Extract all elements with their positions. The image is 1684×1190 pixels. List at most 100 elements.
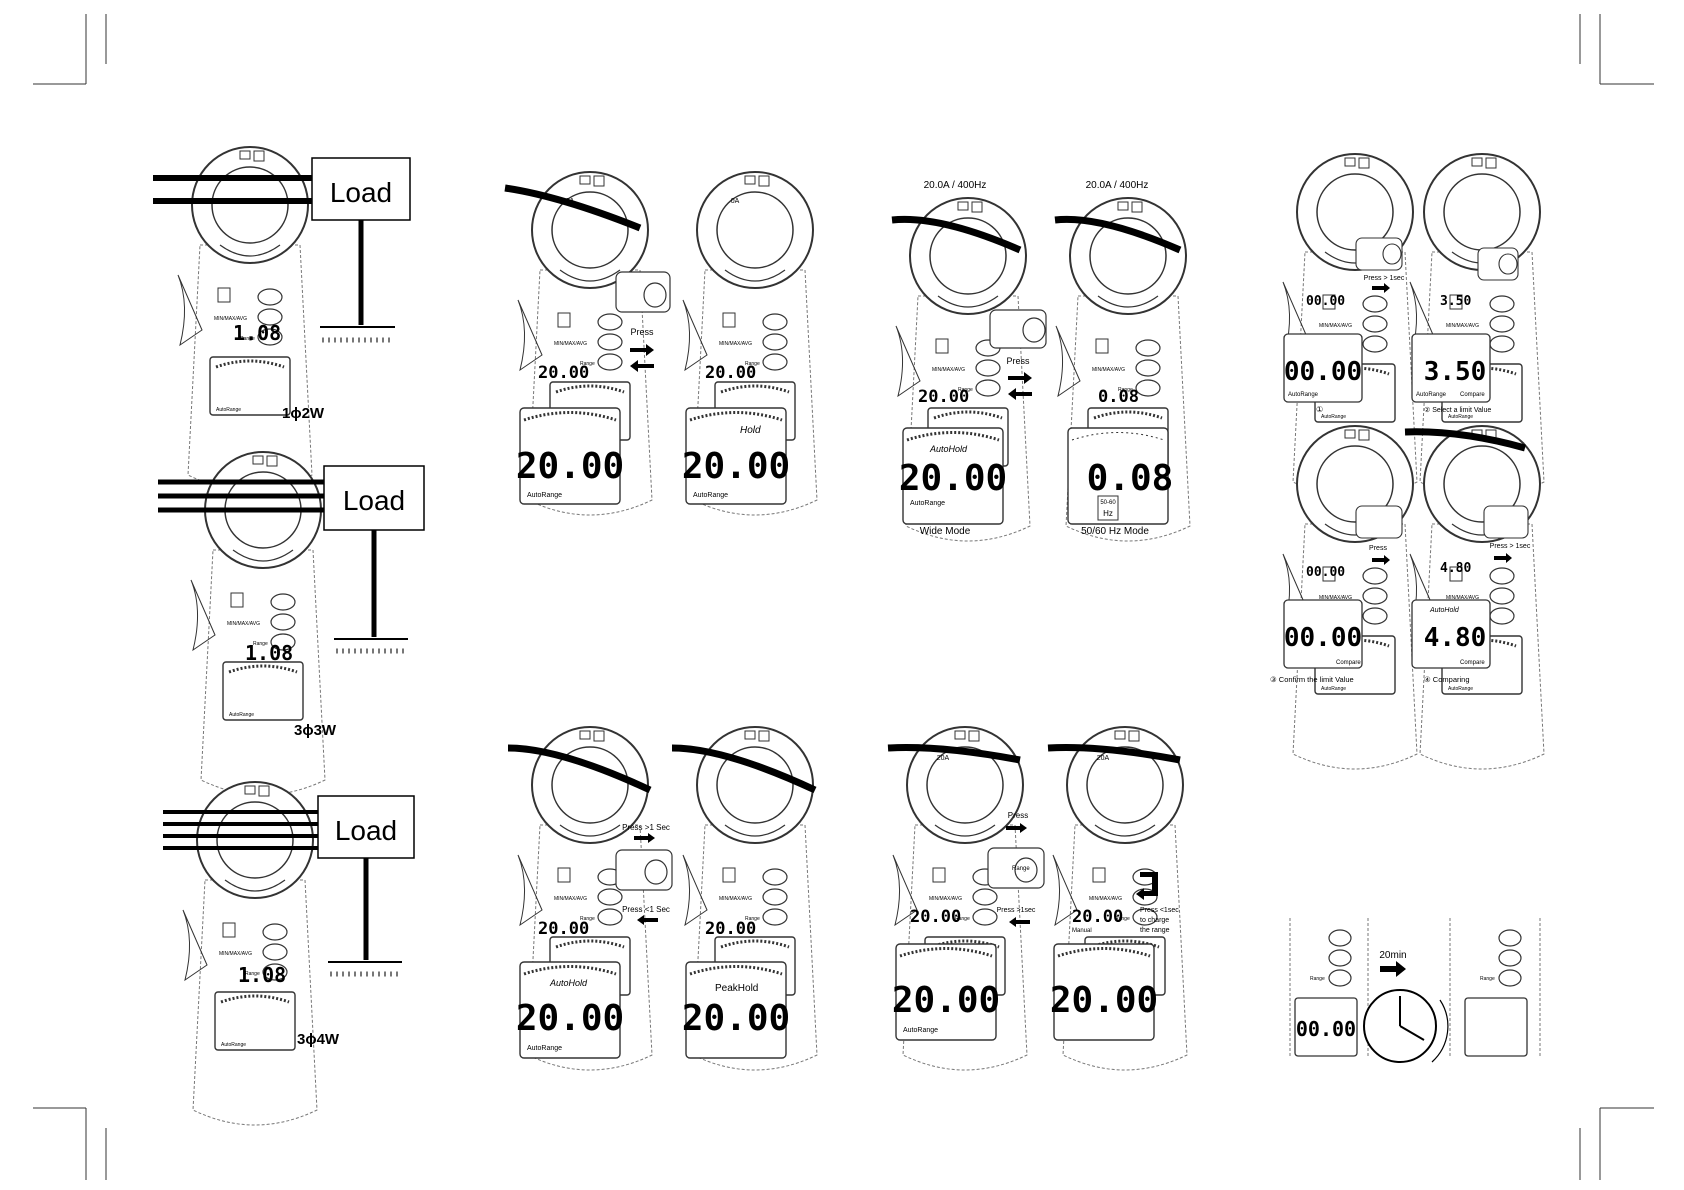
lcd-display-off: [1464, 997, 1528, 1057]
compare-label: Compare: [1460, 392, 1485, 398]
mode-caption: 50/60 Hz Mode: [1081, 526, 1149, 537]
mode-caption: Wide Mode: [920, 526, 971, 537]
press-label: Press: [1008, 811, 1028, 820]
autorange-label: AutoRange: [1288, 392, 1319, 398]
lcd-reading: 0.08: [1098, 387, 1139, 407]
wiring-3p4w-panel: Load 1.08 3ϕ4W: [163, 780, 415, 1127]
big-reading: 20.00: [1050, 980, 1158, 1021]
enlarged-display: [685, 407, 787, 505]
jaw-current-label: 0A: [731, 198, 740, 205]
peakhold-indicator: PeakHold: [715, 983, 758, 994]
press-label: Press >1sec: [997, 907, 1036, 914]
big-reading: 20.00: [682, 446, 790, 487]
compare-label: Compare: [1336, 660, 1361, 666]
range-panel: 20A 20A Press Range Press >1sec Press <1…: [887, 725, 1189, 1072]
press-label: Press: [630, 327, 654, 337]
enlarged-display: [902, 427, 1004, 525]
lcd-reading: 00.00: [1296, 1017, 1356, 1041]
range-note: the range: [1140, 927, 1170, 934]
step-caption: ①: [1316, 405, 1323, 414]
enlarged-display: [1411, 333, 1491, 403]
wiring-caption: 3ϕ3W: [294, 722, 337, 739]
autohold-indicator: AutoHold: [1429, 607, 1460, 614]
autorange-label: AutoRange: [910, 500, 945, 507]
enlarged-display: [1283, 333, 1363, 403]
autohold-indicator: AutoHold: [549, 978, 588, 988]
press-label: Press >1 Sec: [622, 823, 670, 832]
enlarged-display: [1411, 599, 1491, 669]
compare-button-icon: [1382, 243, 1402, 265]
autohold-indicator: AutoHold: [929, 444, 968, 454]
clock-icon: [1363, 989, 1449, 1063]
press-label: Press > 1sec: [1364, 275, 1405, 282]
load-box: [323, 465, 425, 531]
hold-button-icon: [644, 859, 668, 885]
step-caption: ③ Confirm the limit Value: [1270, 675, 1354, 684]
range-button-icon: [1014, 857, 1038, 883]
arrow-right-icon: [1380, 961, 1406, 977]
arrow-right-icon: [1372, 283, 1390, 293]
arrow-left-icon: [637, 915, 658, 925]
loop-arrow-icon: [1140, 872, 1158, 896]
big-reading: 4.80: [1424, 623, 1487, 653]
enlarged-display: [1053, 943, 1155, 1041]
big-reading: 20.00: [516, 446, 624, 487]
enlarged-display: [895, 943, 997, 1041]
hold-button-icon: [643, 282, 667, 308]
press-label: Press > 1sec: [1490, 543, 1531, 550]
lcd-reading: 20.00: [705, 919, 756, 939]
lcd-reading: 20.00: [538, 363, 589, 383]
autorange-label: AutoRange: [903, 1027, 938, 1034]
range-button-label: Range: [1310, 976, 1325, 982]
lcd-reading: 20.00: [538, 919, 589, 939]
lcd-reading: 3.50: [1440, 294, 1471, 309]
wiring-1p2w-panel: Load 1.08 1ϕ2W: [153, 145, 411, 492]
big-reading: 00.00: [1284, 357, 1362, 387]
lcd-reading: 00.00: [1306, 565, 1345, 580]
arrow-left-icon: [1009, 917, 1030, 927]
manual-label: Manual: [1072, 928, 1092, 934]
autorange-label: AutoRange: [527, 492, 562, 499]
arrow-right-icon: [634, 833, 655, 843]
enlarged-display: [519, 961, 621, 1059]
hz-range-label: 50-60: [1100, 500, 1116, 506]
press-label: Press <1 Sec: [622, 905, 670, 914]
big-reading: 20.00: [892, 980, 1000, 1021]
lcd-reading: 20.00: [705, 363, 756, 383]
load-label: Load: [343, 485, 405, 516]
lcd-reading: 1.08: [238, 963, 286, 987]
arrow-left-icon: [1008, 388, 1032, 400]
lcd-reading: 00.00: [1306, 294, 1345, 309]
auto-power-off-panel: Range Range 00.00 20min: [1289, 918, 1541, 1063]
lcd-reading: 1.08: [233, 321, 281, 345]
big-reading: 20.00: [899, 458, 1007, 499]
button-callout: [1483, 505, 1529, 539]
arrow-right-icon: [1008, 372, 1032, 384]
autorange-label: AutoRange: [527, 1045, 562, 1052]
range-note: to charge: [1140, 917, 1169, 924]
jaw-current-label: 20A: [1097, 755, 1110, 762]
load-box: [311, 157, 411, 221]
jaw-current-label: 20A: [562, 198, 575, 205]
crop-marks: [33, 14, 1654, 1180]
range-button-icon: [1498, 253, 1518, 275]
autorange-label: AutoRange: [1416, 392, 1447, 398]
compare-label: Compare: [1460, 660, 1485, 666]
lcd-reading: 4.80: [1440, 561, 1471, 576]
enlarged-display: [1283, 599, 1363, 669]
range-note: Press <1sec: [1140, 907, 1179, 914]
frequency-mode-panel: 20.0A / 400Hz 20.0A / 400Hz Press 20.00 …: [891, 180, 1192, 543]
arrow-left-icon: [630, 360, 654, 372]
hold-panel: 20A 0A Press 20.00 20.00 Hold 20.00 20.0…: [504, 170, 819, 517]
big-reading: 20.00: [682, 998, 790, 1039]
range-button-label: Range: [1012, 866, 1030, 872]
load-label: Load: [330, 177, 392, 208]
minmax-button-icon: [1022, 317, 1046, 343]
enlarged-display: [519, 407, 621, 505]
wiring-caption: 1ϕ2W: [282, 405, 325, 422]
press-label: Press: [1006, 356, 1030, 366]
signal-label: 20.0A / 400Hz: [924, 180, 987, 191]
press-label: Press: [1369, 545, 1387, 552]
step-caption: ② Select a limit Value: [1424, 406, 1491, 414]
